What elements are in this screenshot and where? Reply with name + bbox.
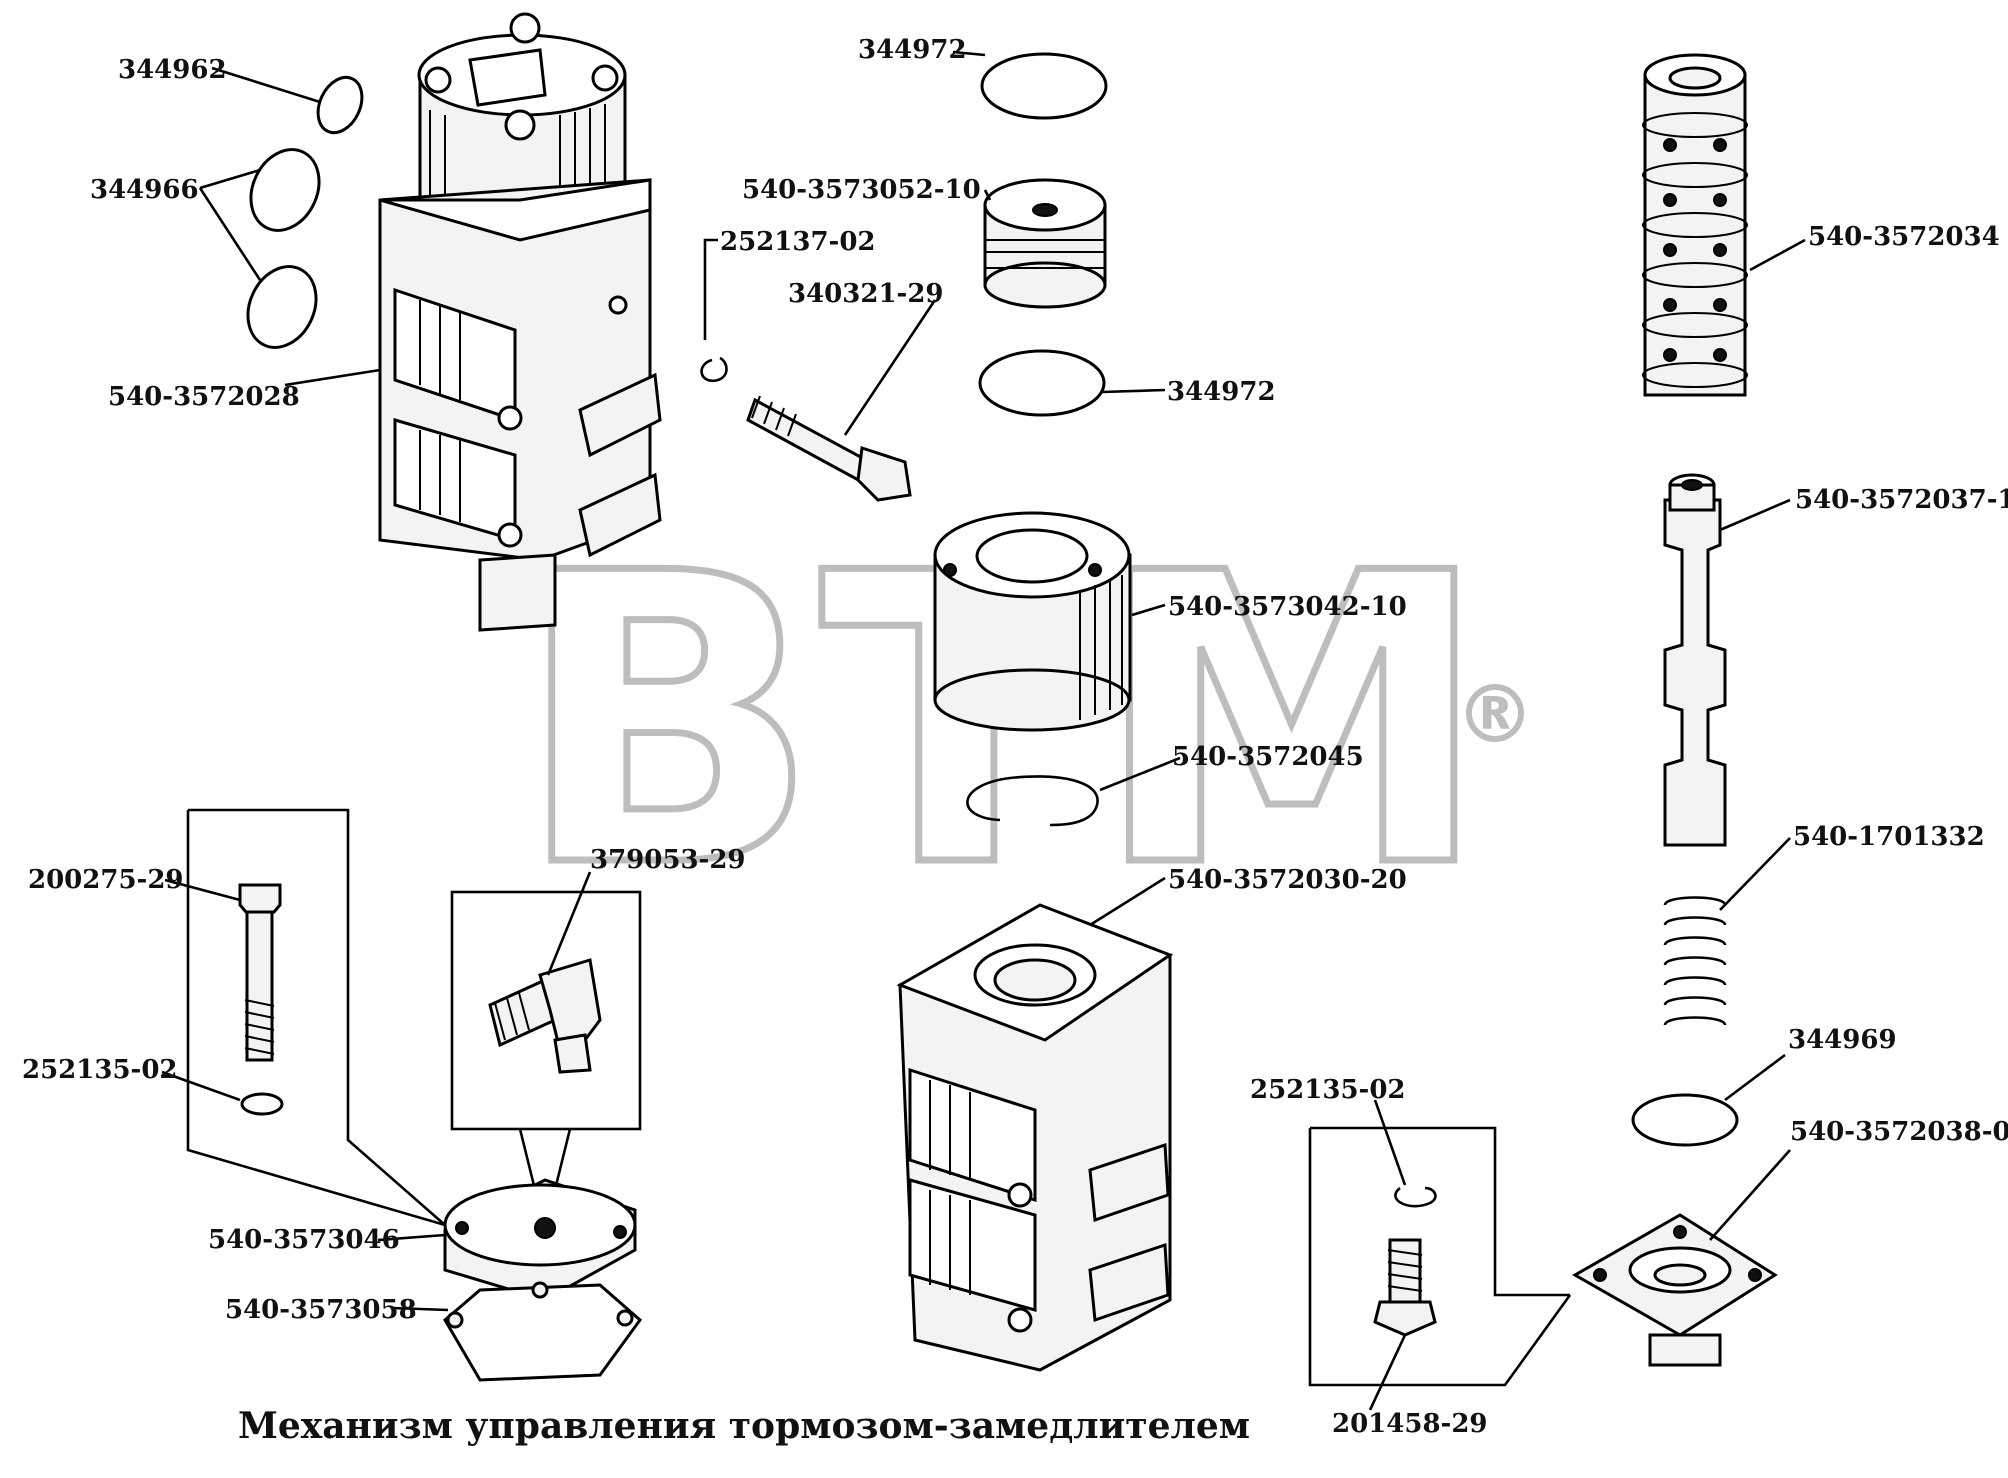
o-ring-344966-upper xyxy=(249,148,321,232)
label-540-3572037-10: 540-3572037-10 xyxy=(1795,485,2008,515)
part-labels: 344962 344966 540-3572028 344972 540-357… xyxy=(22,35,2008,1439)
label-540-3572038-01: 540-3572038-01 xyxy=(1790,1117,2008,1147)
label-344966: 344966 xyxy=(90,175,199,205)
housing-540-3572030-20 xyxy=(896,903,1174,1372)
label-540-3572034: 540-3572034 xyxy=(1808,222,2000,252)
label-201458-29: 201458-29 xyxy=(1332,1409,1488,1439)
label-379053-29: 379053-29 xyxy=(590,845,746,875)
label-540-1701332: 540-1701332 xyxy=(1793,822,1985,852)
label-540-3572045: 540-3572045 xyxy=(1172,742,1364,772)
retaining-ring-540-3572045 xyxy=(966,775,1099,827)
label-540-3573042-10: 540-3573042-10 xyxy=(1168,592,1407,622)
gasket-540-3573058 xyxy=(443,1281,643,1382)
label-200275-29: 200275-29 xyxy=(28,865,184,895)
o-ring-344966-lower xyxy=(246,265,318,349)
flange-540-3572038-01 xyxy=(1571,1213,1778,1367)
valve-assembly-540-3572028 xyxy=(378,12,662,632)
label-540-3573058: 540-3573058 xyxy=(225,1295,417,1325)
piston-540-3573052-10 xyxy=(983,178,1107,309)
label-540-3573052-10: 540-3573052-10 xyxy=(742,175,981,205)
spool-540-3572037-10 xyxy=(1663,473,1727,847)
diagram-title: Механизм управления тормозом-замедлителе… xyxy=(238,1405,1250,1447)
label-252137-02: 252137-02 xyxy=(720,227,876,257)
label-252135-02-left: 252135-02 xyxy=(22,1055,178,1085)
label-540-3573046: 540-3573046 xyxy=(208,1225,400,1255)
cover-540-3573046 xyxy=(443,1178,637,1302)
lock-washer-252137-02 xyxy=(700,356,728,383)
spool-sleeve-540-3572034 xyxy=(1642,53,1748,397)
bolt-340321-29 xyxy=(746,395,912,502)
label-252135-02-right: 252135-02 xyxy=(1250,1075,1406,1105)
fitting-detail-box xyxy=(450,890,642,1231)
registered-mark: ® xyxy=(1455,668,1535,761)
lock-washer-252135-02-left xyxy=(240,1092,284,1116)
sleeve-540-3573042-10 xyxy=(933,511,1132,732)
bolt-detail-bracket xyxy=(186,808,446,1227)
label-540-3572030-20: 540-3572030-20 xyxy=(1168,865,1407,895)
seal-ring-344972-mid xyxy=(978,349,1106,417)
seal-ring-344972-top xyxy=(980,52,1108,120)
seal-ring-344969 xyxy=(1631,1093,1739,1147)
label-540-3572028: 540-3572028 xyxy=(108,382,300,412)
bolt-200275-29 xyxy=(238,883,282,1062)
label-344962: 344962 xyxy=(118,55,227,85)
label-344969: 344969 xyxy=(1788,1025,1897,1055)
fastener-detail-box xyxy=(1308,1126,1572,1387)
label-344972-top: 344972 xyxy=(858,35,967,65)
leader-lines xyxy=(161,50,1806,1411)
o-ring-344962 xyxy=(316,75,364,135)
spring-540-1701332 xyxy=(1663,896,1727,1026)
label-340321-29: 340321-29 xyxy=(788,279,944,309)
label-344972-mid: 344972 xyxy=(1167,377,1276,407)
